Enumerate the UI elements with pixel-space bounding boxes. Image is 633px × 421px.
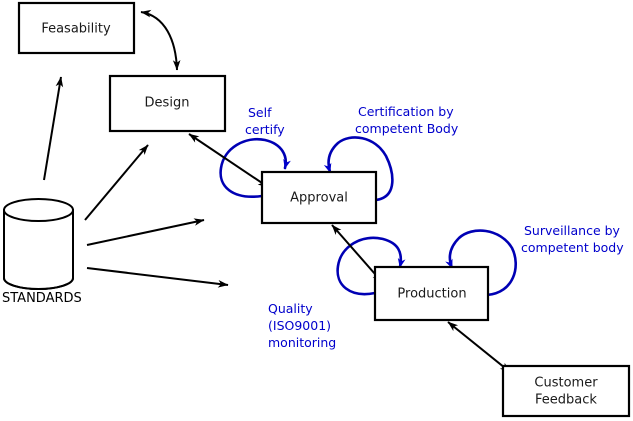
node-feasability[interactable]: Feasability	[17, 1, 136, 55]
standards-cylinder-bottom-arc	[3, 277, 74, 290]
edge-standards-feasability	[43, 76, 64, 181]
edge-approval-production	[331, 224, 383, 283]
annotation-certification-body: Certification by competent Body	[355, 104, 459, 136]
design-label: Design	[145, 96, 190, 111]
edge-standards-production	[86, 267, 229, 288]
annotation-surveillance-body: Surveillance by competent body	[521, 223, 624, 255]
feasability-label: Feasability	[41, 22, 111, 37]
quality-monitoring-line1: Quality	[268, 301, 313, 316]
node-approval[interactable]: Approval	[260, 170, 378, 225]
feasability-box[interactable]	[17, 1, 136, 55]
node-design[interactable]: Design	[108, 74, 227, 133]
edge-production-customer-feedback	[447, 321, 511, 373]
node-production[interactable]: Production	[373, 265, 490, 322]
approval-label: Approval	[290, 191, 348, 206]
edge-design-approval	[188, 133, 269, 188]
quality-monitoring-line3: monitoring	[268, 335, 336, 350]
standards-label: STANDARDS	[2, 291, 82, 306]
surveillance-body-line2: competent body	[521, 240, 624, 255]
certification-body-line2: competent Body	[355, 121, 459, 136]
self-certify-line2: certify	[245, 122, 285, 137]
design-box[interactable]	[108, 74, 227, 133]
annotation-quality-monitoring: Quality (ISO9001) monitoring	[268, 301, 336, 350]
approval-box[interactable]	[260, 170, 378, 225]
approval-right-loop	[323, 136, 394, 202]
quality-monitoring-line2: (ISO9001)	[268, 318, 331, 333]
standards-cylinder-top	[3, 198, 74, 222]
edge-standards-approval	[86, 218, 205, 246]
edge-standards-design	[84, 144, 149, 221]
node-standards[interactable]: STANDARDS	[2, 198, 82, 306]
flow-arrow-group	[43, 9, 511, 373]
surveillance-body-line1: Surveillance by	[524, 223, 621, 238]
production-box[interactable]	[373, 265, 490, 322]
node-customer-feedback[interactable]: Customer Feedback	[501, 364, 631, 418]
self-certify-line1: Self	[248, 105, 272, 120]
edge-design-feasability	[140, 9, 181, 71]
customer-feedback-label-line1: Customer	[534, 376, 598, 391]
customer-feedback-box[interactable]	[501, 364, 631, 418]
annotation-self-certify: Self certify	[245, 105, 285, 137]
production-right-loop	[445, 229, 517, 297]
certification-body-line1: Certification by	[358, 104, 454, 119]
production-label: Production	[397, 287, 466, 302]
customer-feedback-label-line2: Feedback	[535, 393, 597, 408]
